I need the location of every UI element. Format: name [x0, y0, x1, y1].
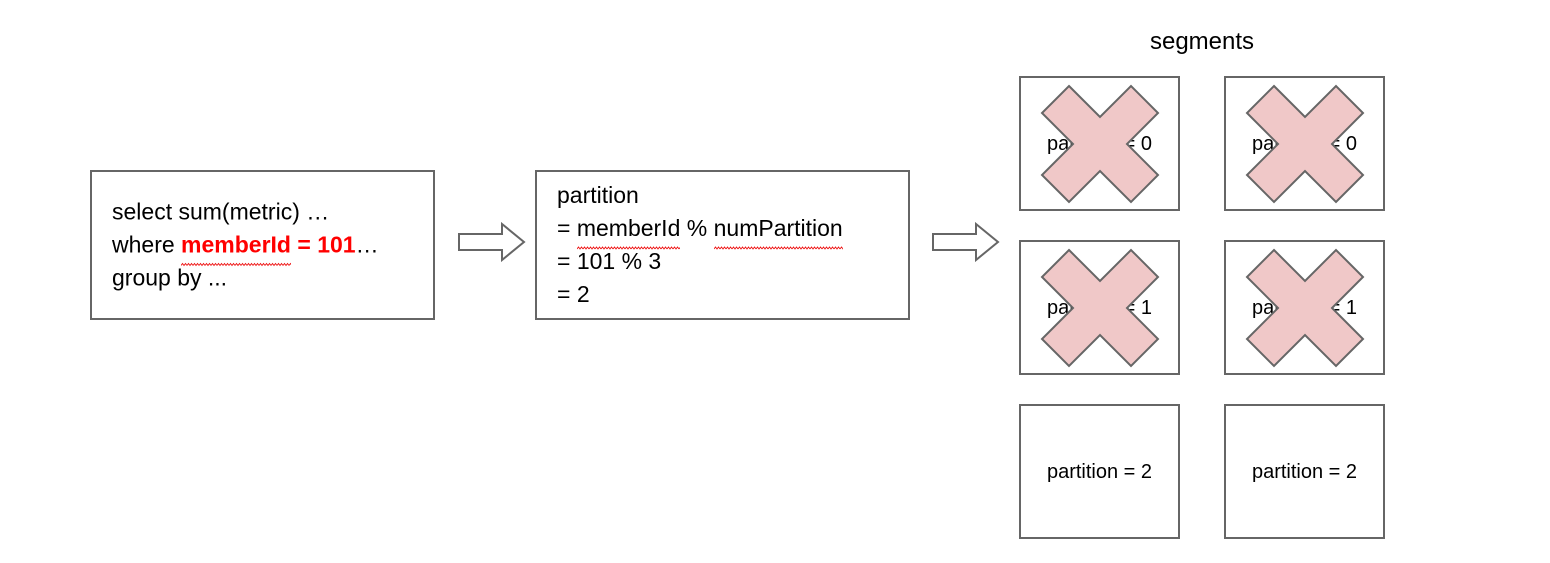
- segments-title: segments: [1149, 28, 1255, 55]
- query-line-where: where memberId = 101…: [112, 229, 379, 267]
- query-filter-value: = 101: [290, 231, 356, 258]
- query-where-keyword: where: [112, 231, 182, 258]
- partition-formula-modulo: %: [680, 215, 714, 241]
- query-box-text: select sum(metric) … where memberId = 10…: [112, 196, 379, 295]
- segment-partition-label: partition = 1: [1251, 296, 1358, 319]
- segment-box: partition = 1: [1019, 240, 1180, 375]
- segment-box: partition = 2: [1224, 404, 1385, 539]
- query-filter-column: memberId: [181, 229, 291, 267]
- segment-box: partition = 0: [1224, 76, 1385, 211]
- segment-partition-label: partition = 2: [1251, 460, 1358, 483]
- query-box: select sum(metric) … where memberId = 10…: [90, 170, 435, 320]
- partition-formula-equals: =: [557, 215, 577, 241]
- segment-box: partition = 0: [1019, 76, 1180, 211]
- segment-partition-label: partition = 0: [1251, 132, 1358, 155]
- segment-box: partition = 1: [1224, 240, 1385, 375]
- partition-formula-memberid: memberId: [576, 212, 680, 250]
- query-where-ellipsis: …: [355, 231, 379, 258]
- partition-box-text: partition = memberId % numPartition = 10…: [557, 179, 843, 311]
- partition-line-substituted: = 101 % 3: [557, 248, 662, 274]
- partition-formula-numpartition: numPartition: [713, 212, 843, 250]
- query-line-groupby: group by ...: [112, 264, 228, 291]
- arrow-partition-to-segments-icon: [932, 222, 1000, 262]
- query-line-select: select sum(metric) …: [112, 198, 330, 225]
- segment-partition-label: partition = 1: [1046, 296, 1153, 319]
- partition-calculation-box: partition = memberId % numPartition = 10…: [535, 170, 910, 320]
- query-filter-expression: memberId = 101: [181, 231, 356, 267]
- segment-partition-label: partition = 0: [1046, 132, 1153, 155]
- segment-box: partition = 2: [1019, 404, 1180, 539]
- arrow-query-to-partition-icon: [458, 222, 526, 262]
- partition-line-label: partition: [557, 182, 639, 208]
- segments-grid: partition = 0 partition = 0 partition = 1 p…: [1019, 76, 1385, 540]
- segment-partition-label: partition = 2: [1046, 460, 1153, 483]
- partition-line-formula: = memberId % numPartition: [557, 212, 843, 250]
- partition-line-result: = 2: [557, 281, 590, 307]
